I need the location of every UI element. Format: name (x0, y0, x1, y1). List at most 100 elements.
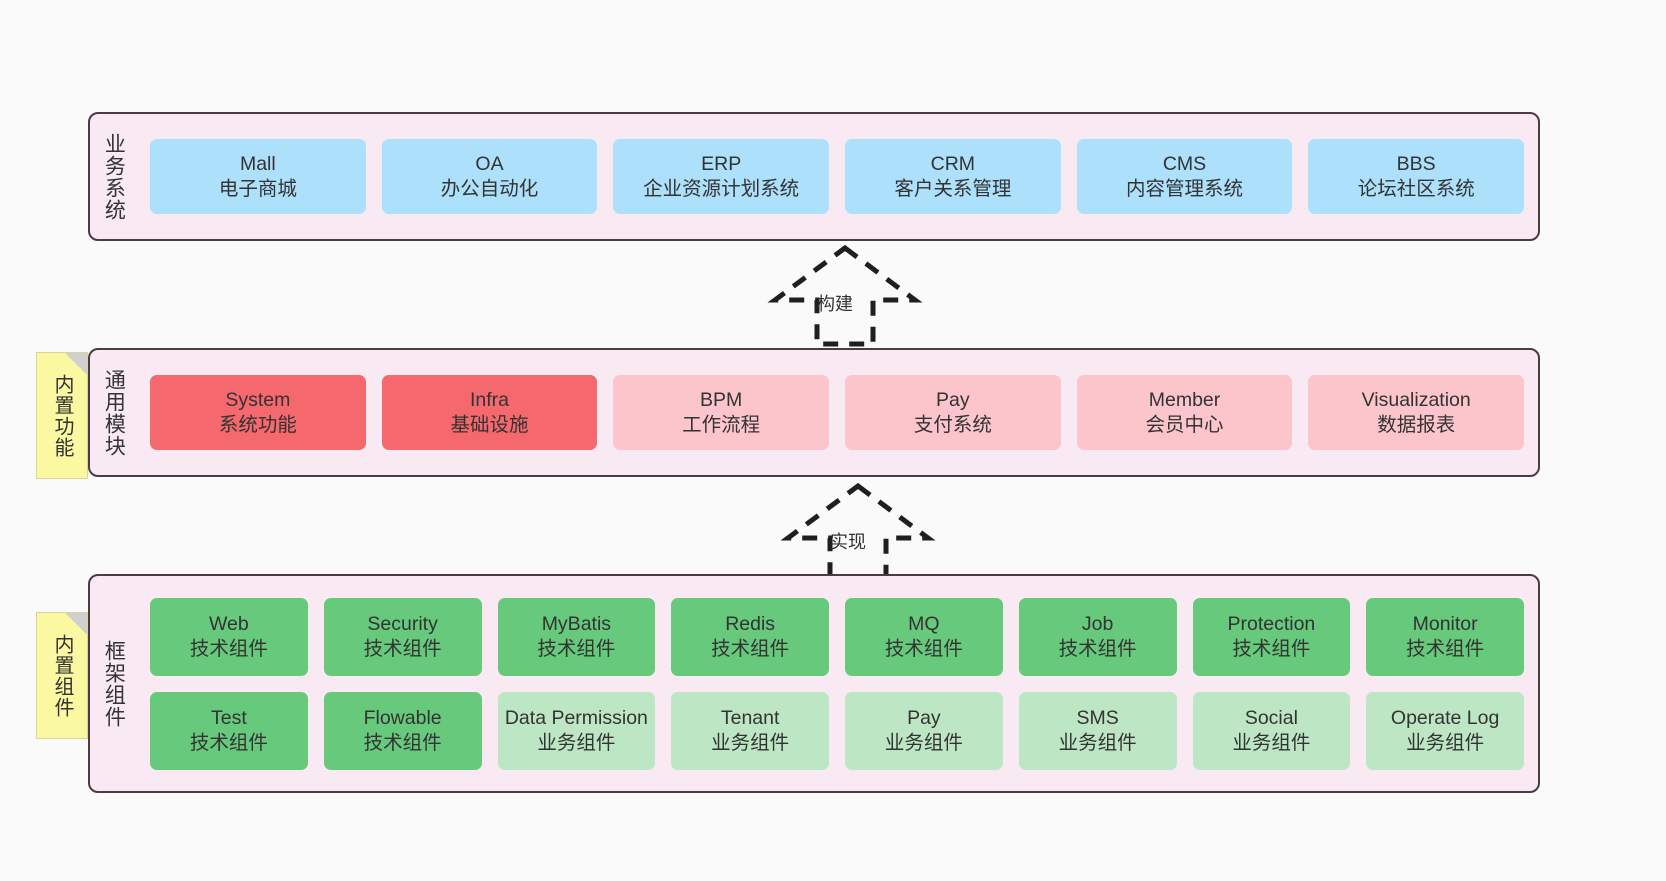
module-card-pay[interactable]: Pay 支付系统 (845, 375, 1061, 450)
component-subtitle: 技术组件 (189, 731, 268, 754)
module-card-mall[interactable]: Mall 电子商城 (150, 139, 366, 214)
module-title: ERP (701, 153, 742, 176)
component-subtitle: 业务组件 (537, 731, 616, 754)
module-subtitle: 支付系统 (913, 413, 992, 436)
component-subtitle: 业务组件 (884, 731, 963, 754)
component-card-tenant[interactable]: Tenant 业务组件 (671, 691, 829, 770)
component-title: Flowable (363, 707, 442, 730)
module-title: OA (475, 153, 504, 176)
module-subtitle: 办公自动化 (440, 177, 539, 200)
module-card-bpm[interactable]: BPM 工作流程 (613, 375, 830, 450)
component-title: Operate Log (1390, 707, 1500, 730)
layer-body-business-system: Mall 电子商城 OA 办公自动化 ERP 企业资源计划系统 CRM 客户关系… (136, 114, 1538, 239)
component-subtitle: 技术组件 (1232, 637, 1311, 660)
component-title: Redis (725, 613, 776, 636)
module-title: System (225, 389, 291, 412)
component-title: Test (210, 707, 247, 730)
component-card-test[interactable]: Test 技术组件 (150, 691, 308, 770)
component-subtitle: 技术组件 (711, 637, 790, 660)
module-subtitle: 基础设施 (450, 413, 529, 436)
component-card-redis[interactable]: Redis 技术组件 (671, 597, 829, 676)
connector-label: 构建 (817, 294, 853, 314)
module-card-cms[interactable]: CMS 内容管理系统 (1076, 139, 1293, 214)
module-subtitle: 内容管理系统 (1126, 177, 1244, 200)
component-card-operate-log[interactable]: Operate Log 业务组件 (1366, 691, 1524, 770)
component-card-social[interactable]: Social 业务组件 (1192, 691, 1351, 770)
component-card-security[interactable]: Security 技术组件 (323, 597, 482, 676)
connector-label: 实现 (830, 532, 866, 552)
component-title: SMS (1076, 707, 1119, 730)
layer-common-module[interactable]: 通用模块 System 系统功能 Infra 基础设施 BPM 工作流程 Pay… (88, 348, 1540, 477)
component-subtitle: 技术组件 (189, 637, 268, 660)
component-card-web[interactable]: Web 技术组件 (150, 597, 308, 676)
component-subtitle: 技术组件 (537, 637, 616, 660)
layer-title-common-module: 通用模块 (102, 368, 126, 457)
module-subtitle: 客户关系管理 (894, 177, 1012, 200)
module-card-visualization[interactable]: Visualization 数据报表 (1308, 375, 1525, 450)
sticky-note-builtin-component[interactable]: 内置组件 (36, 612, 88, 739)
component-subtitle: 技术组件 (1058, 637, 1137, 660)
component-card-job[interactable]: Job 技术组件 (1018, 597, 1177, 676)
layer-body-framework-component: Web 技术组件 Security 技术组件 MyBatis 技术组件 Redi… (136, 576, 1538, 791)
module-subtitle: 数据报表 (1377, 413, 1456, 436)
component-title: Monitor (1412, 613, 1478, 636)
layer-framework-component[interactable]: 框架组件 Web 技术组件 Security 技术组件 MyBatis 技术组件… (88, 574, 1540, 793)
module-subtitle: 论坛社区系统 (1357, 177, 1475, 200)
module-title: BBS (1396, 153, 1436, 176)
component-card-monitor[interactable]: Monitor 技术组件 (1366, 597, 1524, 676)
module-card-bbs[interactable]: BBS 论坛社区系统 (1308, 139, 1525, 214)
component-subtitle: 业务组件 (711, 731, 790, 754)
module-title: Pay (936, 389, 970, 412)
component-card-mybatis[interactable]: MyBatis 技术组件 (497, 597, 656, 676)
layer-row: Web 技术组件 Security 技术组件 MyBatis 技术组件 Redi… (150, 597, 1524, 676)
layer-business-system[interactable]: 业务系统 Mall 电子商城 OA 办公自动化 ERP 企业资源计划系统 CRM… (88, 112, 1540, 241)
module-card-infra[interactable]: Infra 基础设施 (381, 375, 598, 450)
component-title: Web (209, 613, 249, 636)
component-title: Social (1244, 707, 1298, 730)
component-card-pay[interactable]: Pay 业务组件 (845, 691, 1003, 770)
component-title: Tenant (720, 707, 780, 730)
layer-row: Mall 电子商城 OA 办公自动化 ERP 企业资源计划系统 CRM 客户关系… (150, 139, 1525, 214)
module-title: CRM (930, 153, 976, 176)
connector-build: 构建 (755, 244, 935, 348)
layer-row: System 系统功能 Infra 基础设施 BPM 工作流程 Pay 支付系统… (150, 375, 1525, 450)
module-title: CMS (1162, 153, 1207, 176)
module-card-erp[interactable]: ERP 企业资源计划系统 (613, 139, 830, 214)
module-title: Infra (469, 389, 510, 412)
component-card-sms[interactable]: SMS 业务组件 (1018, 691, 1177, 770)
component-title: Security (367, 613, 438, 636)
module-subtitle: 企业资源计划系统 (643, 177, 800, 200)
component-subtitle: 技术组件 (1406, 637, 1485, 660)
component-card-flowable[interactable]: Flowable 技术组件 (323, 691, 482, 770)
sticky-note-builtin-feature[interactable]: 内置功能 (36, 352, 88, 479)
component-subtitle: 技术组件 (363, 731, 442, 754)
module-subtitle: 会员中心 (1145, 413, 1224, 436)
module-subtitle: 系统功能 (218, 413, 297, 436)
component-card-data-permission[interactable]: Data Permission 业务组件 (497, 691, 656, 770)
layer-title-framework-component: 框架组件 (102, 639, 126, 728)
layer-title-business-system: 业务系统 (102, 132, 126, 221)
component-title: Pay (907, 707, 941, 730)
layer-body-common-module: System 系统功能 Infra 基础设施 BPM 工作流程 Pay 支付系统… (136, 350, 1538, 475)
module-title: Mall (239, 153, 276, 176)
module-subtitle: 工作流程 (682, 413, 761, 436)
component-card-protection[interactable]: Protection 技术组件 (1192, 597, 1351, 676)
component-title: Job (1081, 613, 1114, 636)
module-card-oa[interactable]: OA 办公自动化 (381, 139, 598, 214)
component-subtitle: 业务组件 (1406, 731, 1485, 754)
component-title: Protection (1227, 613, 1316, 636)
module-subtitle: 电子商城 (218, 177, 297, 200)
module-title: Visualization (1361, 389, 1471, 412)
connector-implement: 实现 (768, 482, 948, 586)
component-subtitle: 业务组件 (1058, 731, 1137, 754)
module-card-member[interactable]: Member 会员中心 (1076, 375, 1293, 450)
module-title: BPM (700, 389, 743, 412)
component-title: Data Permission (504, 707, 648, 730)
module-card-crm[interactable]: CRM 客户关系管理 (845, 139, 1061, 214)
layer-row: Test 技术组件 Flowable 技术组件 Data Permission … (150, 691, 1524, 770)
module-title: Member (1148, 389, 1221, 412)
module-card-system[interactable]: System 系统功能 (150, 375, 366, 450)
component-subtitle: 技术组件 (884, 637, 963, 660)
component-card-mq[interactable]: MQ 技术组件 (845, 597, 1003, 676)
